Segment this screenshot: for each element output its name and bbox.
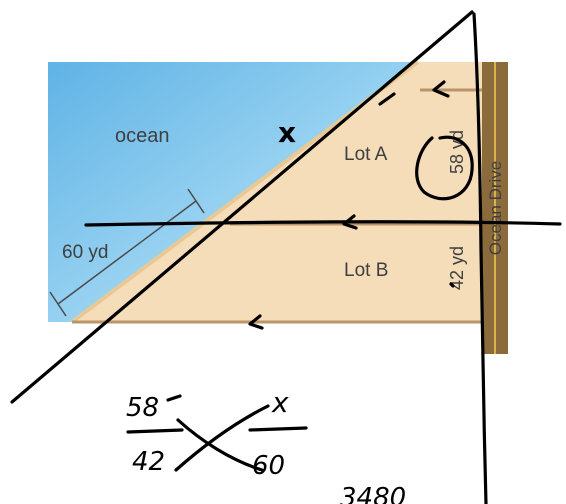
hand-arrow-top — [432, 80, 450, 98]
handwritten-annotations: x 58 x 42 60 3480 — [10, 10, 562, 504]
hand-arrow-bottom — [248, 314, 264, 330]
hand-dash-hyp — [378, 92, 396, 106]
road-label: Ocean Drive — [486, 161, 505, 255]
hand-60: 60 — [252, 451, 285, 481]
hand-42: 42 — [132, 447, 165, 477]
hand-x-work: x — [271, 386, 289, 419]
hand-fraction-bar-left — [126, 428, 184, 434]
hypotenuse-label: 60 yd — [62, 242, 108, 263]
hand-extended-hypotenuse — [10, 10, 474, 404]
hand-cross-1 — [176, 418, 264, 472]
hand-58-flag — [166, 394, 182, 402]
hand-cross-2 — [174, 404, 270, 472]
lot-b-label: Lot B — [344, 260, 388, 281]
lot-a-label: Lot A — [344, 144, 388, 165]
ocean-area — [48, 62, 418, 322]
land-area — [72, 62, 482, 322]
hand-arrow-mid — [342, 214, 358, 230]
hand-58: 58 — [126, 393, 159, 423]
lot-b-side-label: 42 yd — [447, 246, 467, 290]
hand-circle — [415, 135, 474, 201]
hand-dot-lotb — [449, 282, 455, 288]
hand-fraction-bar-right — [248, 426, 308, 432]
ocean-label: ocean — [115, 125, 170, 147]
hand-result: 3480 — [340, 483, 406, 504]
hand-vertical-line — [472, 12, 488, 504]
dimension-60yd — [49, 188, 205, 317]
hand-horizontal-line — [84, 220, 562, 227]
hand-x-label: x — [278, 116, 296, 149]
